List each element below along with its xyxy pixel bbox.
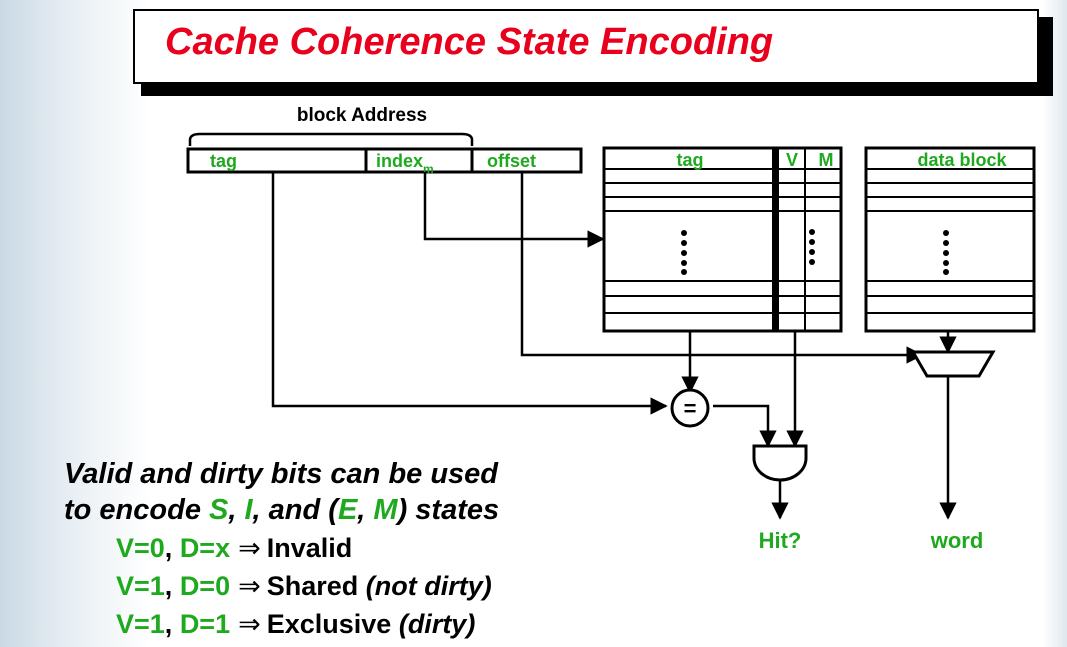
comparator-symbol: =	[684, 396, 697, 421]
rule-shared: V=1, D=0⇒Shared (not dirty)	[116, 571, 492, 601]
address-tag-field: tag	[210, 151, 237, 171]
offset-to-mux-wire	[520, 172, 924, 364]
hit-output-label: Hit?	[759, 528, 802, 553]
address-register: tag indexm offset	[186, 147, 583, 176]
tag-array: tag V M	[602, 146, 843, 333]
data-block-header: data block	[917, 150, 1007, 170]
valid-bit-ellipsis	[809, 229, 815, 265]
index-to-cache-wire	[423, 172, 605, 248]
state-e: E	[337, 494, 358, 526]
multiplexer	[910, 350, 996, 378]
tag-ellipsis	[681, 230, 687, 275]
word-output-label: word	[930, 528, 984, 553]
tag-to-comparator-wire	[271, 172, 668, 415]
background-right-gradient	[1043, 0, 1067, 647]
comparator-to-and-wire	[713, 404, 777, 448]
slide-title: Cache Coherence State Encoding	[165, 21, 774, 63]
encoding-caption: Valid and dirty bits can be used to enco…	[64, 456, 499, 528]
data-array: data block	[864, 146, 1036, 333]
title-box: Cache Coherence State Encoding	[133, 9, 1039, 84]
block-address-bracket	[188, 132, 474, 146]
caption-line-2: to encode S, I, and (E, M) states	[64, 494, 500, 526]
and-gate	[752, 444, 808, 482]
valid-bit-header: V	[786, 150, 798, 170]
rule-invalid: V=0, D=x⇒Invalid	[116, 533, 353, 563]
caption-line-1: Valid and dirty bits can be used	[64, 458, 499, 490]
address-offset-field: offset	[487, 151, 536, 171]
state-m: M	[373, 494, 398, 526]
modified-bit-header: M	[819, 150, 834, 170]
state-s: S	[209, 494, 229, 526]
data-ellipsis	[943, 230, 949, 275]
state-i: I	[244, 494, 253, 526]
comparator: =	[670, 388, 710, 428]
address-index-field: indexm	[376, 151, 434, 176]
rule-exclusive: V=1, D=1⇒Exclusive (dirty)	[116, 609, 476, 639]
tag-array-header: tag	[677, 150, 704, 170]
background-left-gradient	[0, 0, 150, 647]
block-address-label: block Address	[297, 105, 427, 126]
